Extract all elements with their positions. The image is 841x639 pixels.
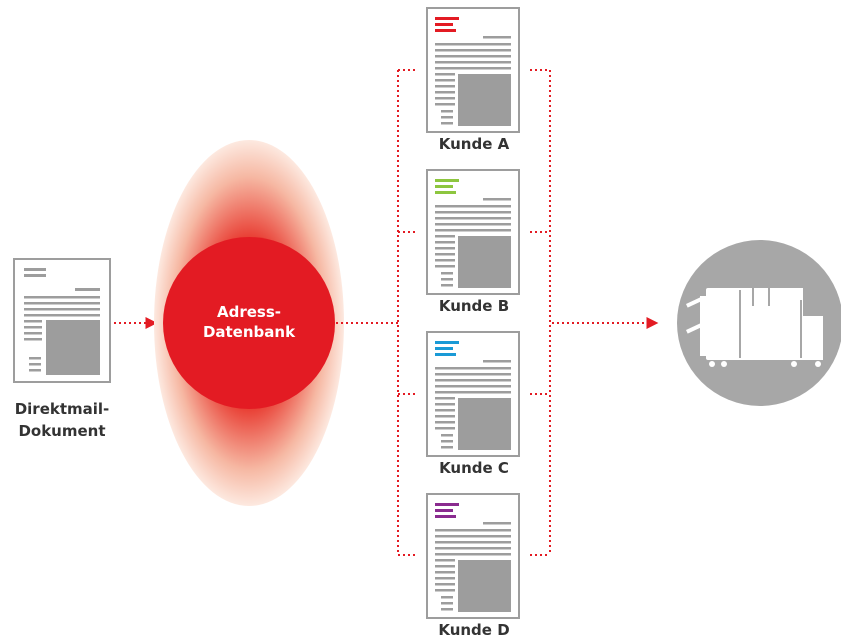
split-bracket bbox=[397, 69, 418, 556]
source-label-line2: Dokument bbox=[18, 422, 106, 440]
source-document-label: Direktmail- Dokument bbox=[0, 398, 124, 442]
customer-document-icon bbox=[426, 331, 520, 457]
database-label-line2: Datenbank bbox=[202, 323, 296, 341]
customer-document-icon bbox=[426, 493, 520, 619]
address-database-icon bbox=[154, 140, 344, 506]
source-document-icon bbox=[13, 258, 111, 383]
customer-label-a: Kunde A bbox=[438, 135, 510, 153]
customer-label-b: Kunde B bbox=[438, 297, 510, 315]
database-label-line1: Adress- bbox=[217, 303, 281, 321]
printer-icon bbox=[677, 240, 841, 406]
customer-document-icon bbox=[426, 7, 520, 133]
source-label-line1: Direktmail- bbox=[14, 400, 110, 418]
customer-label-d: Kunde D bbox=[438, 621, 510, 639]
merge-bracket bbox=[530, 69, 551, 556]
customer-label-c: Kunde C bbox=[439, 459, 509, 477]
customer-document-icon bbox=[426, 169, 520, 295]
database-label: Adress- Datenbank bbox=[199, 302, 299, 342]
